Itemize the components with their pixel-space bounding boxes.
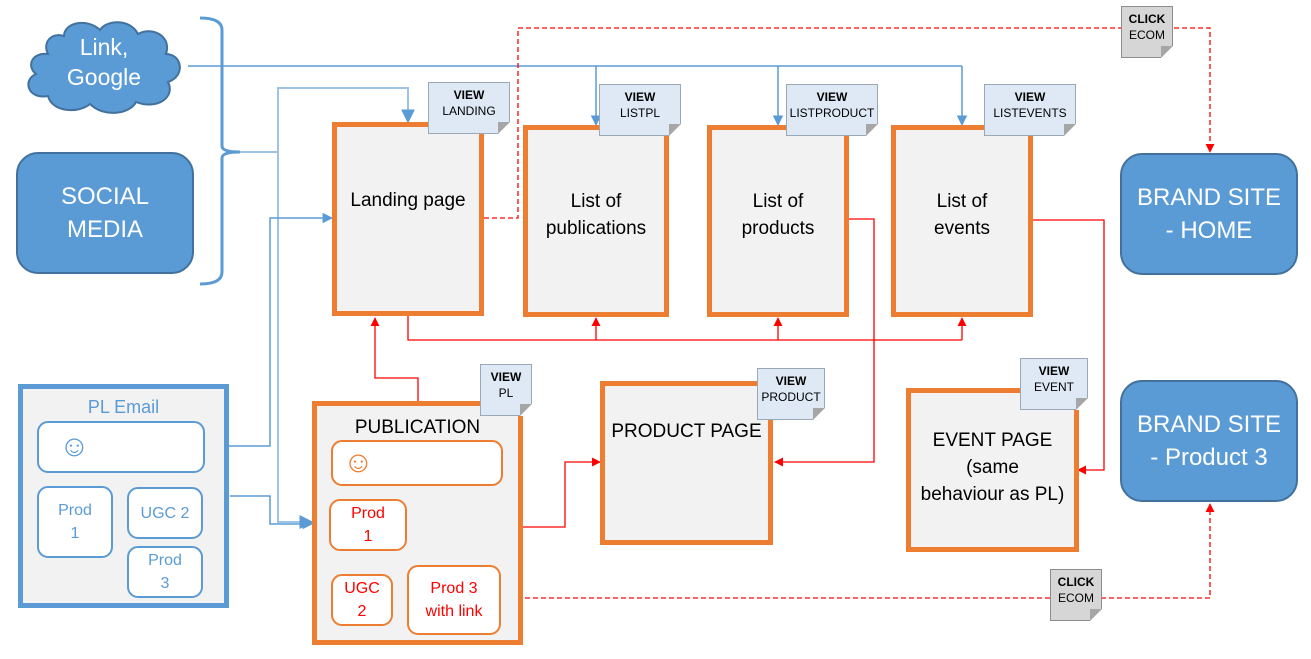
view-listpl-note: VIEW LISTPL	[599, 84, 681, 136]
list-publications-label-line1: List of	[570, 191, 622, 212]
link-google-cloud[interactable]: Link, Google	[18, 14, 190, 118]
view-pl-note: VIEW PL	[480, 364, 532, 416]
landing-page-label: Landing page	[350, 190, 466, 211]
line-landing-to-brand-home	[484, 27, 1215, 219]
card-line: 3	[160, 575, 170, 592]
note-title: VIEW	[453, 88, 485, 102]
note-event: PRODUCT	[761, 390, 821, 404]
publication-label: PUBLICATION	[354, 417, 481, 438]
card-line: Prod	[148, 552, 182, 569]
note-title: CLICK	[1128, 12, 1166, 26]
line-brace-to-landing	[240, 87, 415, 153]
cloud-label-line2: Google	[66, 64, 142, 90]
email-card-prod1[interactable]: Prod 1	[37, 486, 113, 558]
publication-node[interactable]: PUBLICATION ☺ Prod 1 UGC 2 Prod 3 with l…	[312, 401, 523, 645]
view-listevents-note: VIEW LISTEVENTS	[984, 84, 1076, 136]
event-page-label-line3: behaviour as PL)	[920, 484, 1065, 505]
line-landing-to-lists	[407, 314, 962, 341]
note-title: VIEW	[1014, 90, 1046, 104]
note-title: CLICK	[1057, 575, 1095, 589]
smiley-icon: ☺	[343, 446, 374, 479]
note-event: PL	[498, 386, 514, 400]
line-brace-to-publication	[277, 152, 314, 529]
event-page-label-line2: (same	[966, 457, 1019, 478]
publication-card-prod1[interactable]: Prod 1	[329, 499, 407, 551]
line-listproducts-to-product-page	[774, 218, 875, 467]
note-event: ECOM	[1129, 28, 1165, 42]
brand-product3-label-line1: BRAND SITE	[1136, 411, 1282, 438]
card-line: UGC	[344, 580, 380, 597]
line-email-to-publication	[230, 495, 314, 530]
brand-site-home[interactable]: BRAND SITE - HOME	[1120, 153, 1298, 275]
list-products-label-line2: products	[741, 218, 815, 239]
product-page-node[interactable]: PRODUCT PAGE	[600, 381, 773, 545]
cloud-label-line1: Link,	[79, 34, 129, 60]
note-title: VIEW	[624, 90, 656, 104]
note-event: EVENT	[1033, 380, 1074, 394]
smiley-icon: ☺	[59, 430, 90, 463]
email-header-card[interactable]: ☺	[37, 421, 205, 473]
pl-email-title: PL Email	[87, 397, 160, 417]
note-event: LISTEVENTS	[993, 106, 1067, 120]
product-page-label: PRODUCT PAGE	[611, 421, 762, 442]
view-event-note: VIEW EVENT	[1020, 358, 1088, 410]
pl-email-node[interactable]: PL Email ☺ Prod 1 UGC 2 Prod 3	[18, 384, 229, 608]
brand-home-label-line1: BRAND SITE	[1136, 184, 1282, 211]
click-ecom-note-top: CLICK ECOM	[1121, 6, 1173, 58]
line-prod3-to-brand-product3	[501, 503, 1215, 599]
click-ecom-note-bottom: CLICK ECOM	[1050, 569, 1102, 621]
line-listevents-to-event-page	[1032, 219, 1105, 475]
brand-product3-label-line2: - Product 3	[1150, 444, 1268, 471]
note-title: VIEW	[775, 374, 807, 388]
view-landing-note: VIEW LANDING	[428, 82, 510, 134]
line-email-to-landing	[205, 212, 334, 447]
social-media-box[interactable]: SOCIAL MEDIA	[16, 152, 194, 274]
landing-page-node[interactable]: Landing page	[332, 122, 484, 316]
view-product-note: VIEW PRODUCT	[757, 368, 825, 420]
brand-site-product3[interactable]: BRAND SITE - Product 3	[1120, 380, 1298, 502]
brand-home-label-line2: - HOME	[1165, 217, 1253, 244]
note-title: VIEW	[490, 370, 522, 384]
event-page-label-line1: EVENT PAGE	[932, 430, 1053, 451]
social-media-label-line1: SOCIAL	[60, 183, 150, 210]
source-brace	[199, 16, 241, 286]
card-line: 1	[70, 525, 80, 542]
card-line: with link	[425, 603, 483, 620]
card-line: UGC 2	[140, 504, 190, 522]
publication-card-prod3-link[interactable]: Prod 3 with link	[407, 565, 501, 635]
list-products-node[interactable]: List of products	[707, 125, 849, 317]
list-publications-label-line2: publications	[545, 218, 647, 239]
note-title: VIEW	[1038, 364, 1070, 378]
event-page-node[interactable]: EVENT PAGE (same behaviour as PL)	[906, 388, 1079, 552]
cloud-icon	[27, 21, 181, 114]
card-line: Prod	[58, 502, 92, 519]
list-products-label-line1: List of	[752, 191, 804, 212]
note-event: ECOM	[1058, 591, 1094, 605]
card-line: 2	[357, 603, 367, 620]
email-card-prod3[interactable]: Prod 3	[127, 546, 203, 598]
card-line: 1	[363, 528, 373, 545]
view-listproduct-note: VIEW LISTPRODUCT	[786, 84, 878, 136]
list-events-label-line2: events	[934, 218, 990, 239]
email-card-ugc2[interactable]: UGC 2	[127, 487, 203, 539]
card-line: Prod	[351, 505, 385, 522]
note-event: LISTPRODUCT	[789, 106, 875, 120]
publication-card-ugc2[interactable]: UGC 2	[331, 574, 393, 626]
list-publications-node[interactable]: List of publications	[523, 125, 669, 317]
social-media-label-line2: MEDIA	[66, 216, 143, 243]
note-event: LISTPL	[619, 106, 661, 120]
list-events-label-line1: List of	[936, 191, 988, 212]
note-event: LANDING	[442, 104, 496, 118]
note-title: VIEW	[816, 90, 848, 104]
card-line: Prod 3	[430, 580, 478, 597]
publication-header-card[interactable]: ☺	[331, 440, 503, 486]
list-events-node[interactable]: List of events	[891, 125, 1033, 317]
